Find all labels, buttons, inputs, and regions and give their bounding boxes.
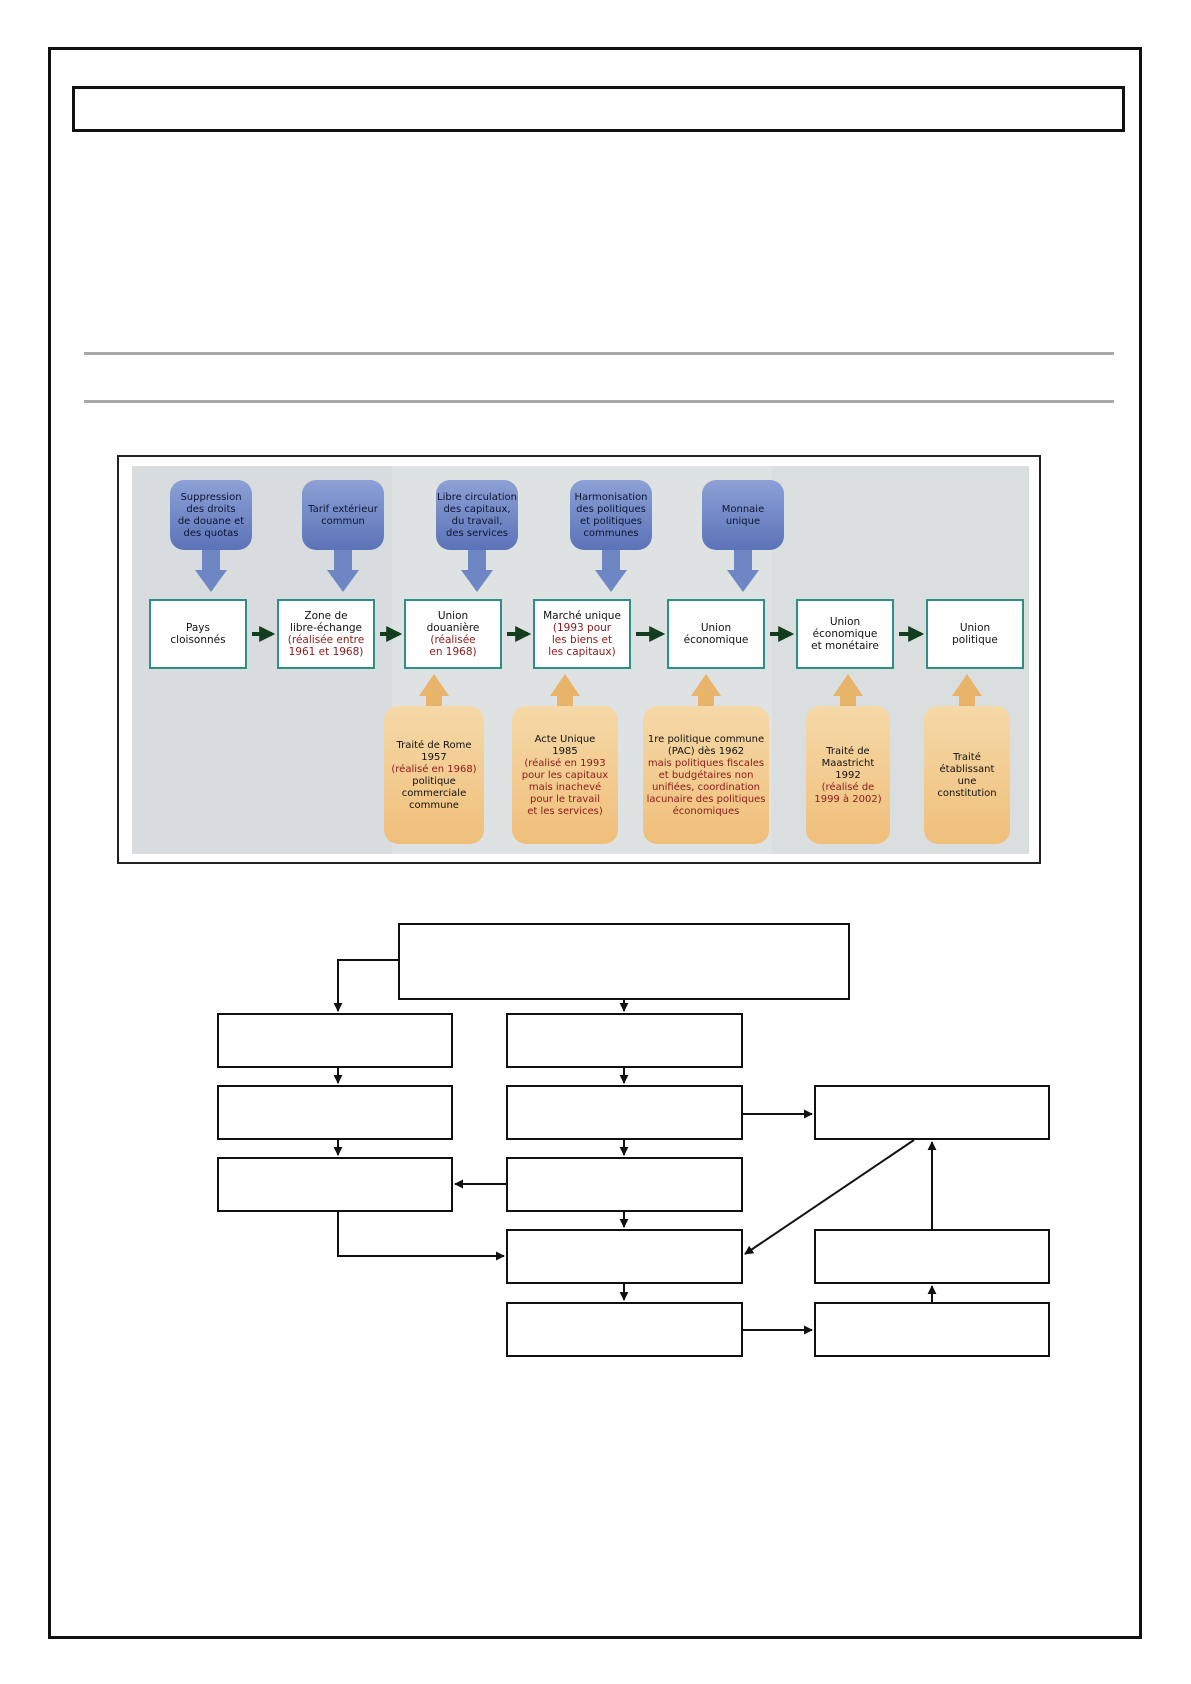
flowchart-right-box-3 (814, 1302, 1050, 1357)
treaty-bubble-3 (643, 706, 769, 844)
connector-right-1-center-4 (744, 1139, 915, 1255)
measure-arrow-5 (727, 546, 759, 592)
title-box (72, 86, 1125, 132)
treaty-arrow-4 (833, 674, 863, 710)
flowchart-right-box-1 (814, 1085, 1050, 1140)
step-box-2 (277, 599, 375, 669)
flowchart-top-box (398, 923, 850, 1000)
treaty-arrow-5 (952, 674, 982, 710)
measure-bubble-2 (302, 480, 384, 550)
measure-arrow-4 (595, 546, 627, 592)
treaty-bubble-5 (924, 706, 1010, 844)
flowchart-right-box-2 (814, 1229, 1050, 1284)
measure-arrow-3 (461, 546, 493, 592)
measure-arrow-2 (327, 546, 359, 592)
flowchart-left-box-2 (217, 1085, 453, 1140)
step-box-4 (533, 599, 631, 669)
step-box-5 (667, 599, 765, 669)
connector-top-to-left (333, 959, 398, 1012)
measure-bubble-1 (170, 480, 252, 550)
step-box-6 (796, 599, 894, 669)
measure-bubble-3 (436, 480, 518, 550)
treaty-bubble-2 (512, 706, 618, 844)
page-border (48, 47, 1142, 1639)
treaty-arrow-2 (550, 674, 580, 710)
flowchart-center-box-5 (506, 1302, 743, 1357)
flowchart-left-box-3 (217, 1157, 453, 1212)
measure-bubble-4 (570, 480, 652, 550)
step-box-1 (149, 599, 247, 669)
treaty-arrow-1 (419, 674, 449, 710)
rule-bottom (84, 400, 1114, 403)
measure-bubble-5 (702, 480, 784, 550)
treaty-bubble-1 (384, 706, 484, 844)
step-box-7 (926, 599, 1024, 669)
flowchart-center-box-3 (506, 1157, 743, 1212)
rule-top (84, 352, 1114, 355)
treaty-detail-1: (réalisé en 1968) (391, 763, 476, 775)
flowchart-center-box-4 (506, 1229, 743, 1284)
step-label-4: Marché unique (543, 610, 621, 622)
treaty-bubble-4 (806, 706, 890, 844)
flowchart-center-box-2 (506, 1085, 743, 1140)
flowchart-center-box-1 (506, 1013, 743, 1068)
measure-arrow-1 (195, 546, 227, 592)
treaty-label-3: 1re politique commune(PAC) dès 1962 (648, 734, 764, 757)
connector-left-3-center-4 (337, 1212, 505, 1261)
flowchart-left-box-1 (217, 1013, 453, 1068)
treaty-arrow-3 (691, 674, 721, 710)
step-box-3 (404, 599, 502, 669)
